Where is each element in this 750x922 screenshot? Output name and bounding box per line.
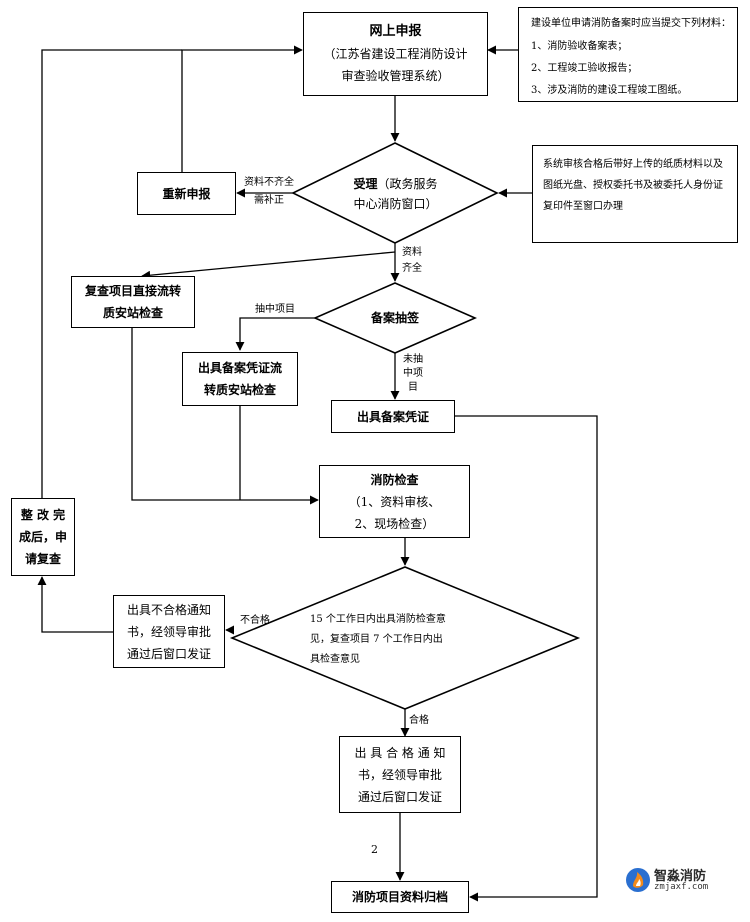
fire-check-sub2: 2、现场检查） — [354, 516, 435, 531]
materials-intro: 建设单位申请消防备案时应当提交下列材料： — [531, 18, 731, 29]
review-note: 系统审核合格后带好上传的纸质材料以及图纸光盘、授权委托书及被委托人身份证复印件至… — [532, 145, 738, 243]
decision-line2: 见，复查项目 7 个工作日内出 — [310, 634, 443, 645]
accept-sub2: 中心消防窗口） — [353, 197, 438, 211]
watermark-brand: 智淼消防 — [654, 869, 707, 884]
reapply-label: 重新申报 — [162, 186, 211, 201]
recheck-line2: 质安站检查 — [102, 306, 163, 320]
pass-line1: 出 具 合 格 通 知 — [354, 745, 446, 760]
edge-lottery-selected — [235, 317, 315, 351]
online-apply-title: 网上申报 — [369, 24, 422, 39]
online-apply-node: 网上申报 （江苏省建设工程消防设计审查验收管理系统） — [303, 12, 488, 96]
materials-item-1: 1、消防验收备案表； — [531, 41, 628, 52]
cert-transfer-line1: 出具备案凭证流 — [197, 361, 282, 375]
fail-notice-node: 出具不合格通知 书，经领导审批 通过后窗口发证 — [113, 595, 225, 668]
fire-check-title: 消防检查 — [370, 472, 419, 487]
reapply-node: 重新申报 — [137, 172, 236, 215]
edge-label-incomplete: 资料不齐全 需补正 — [240, 176, 298, 208]
edge-recheck-firecheck — [131, 328, 319, 505]
flame-logo-icon — [626, 868, 650, 892]
edge-cert-archive — [455, 415, 598, 902]
decision-text: 15 个工作日内出具消防检查意 见，复查项目 7 个工作日内出 具检查意见 — [310, 610, 446, 670]
complete-line1: 资料 — [402, 247, 422, 258]
cert-transfer-node: 出具备案凭证流 转质安站检查 — [182, 352, 298, 406]
issue-cert-node: 出具备案凭证 — [331, 400, 455, 433]
complete-line2: 齐全 — [402, 263, 422, 274]
review-note-text: 系统审核合格后带好上传的纸质材料以及图纸光盘、授权委托书及被委托人身份证复印件至… — [543, 159, 723, 212]
archive-label: 消防项目资料归档 — [351, 890, 448, 904]
accept-sub1: （政务服务 — [377, 177, 438, 191]
accept-label: 受理（政务服务 中心消防窗口） — [323, 174, 468, 214]
edge-label-fail: 不合格 — [240, 615, 270, 626]
recheck-line1: 复查项目直接流转 — [84, 284, 181, 298]
edge-fail-rectify — [37, 576, 113, 633]
edge-label-complete: 资料 齐全 — [397, 246, 427, 276]
online-apply-sub: （江苏省建设工程消防设计审查验收管理系统） — [323, 47, 468, 83]
fire-check-node: 消防检查 （1、资料审核、 2、现场检查） — [319, 465, 470, 538]
fail-line2: 书，经领导审批 — [126, 624, 211, 639]
not-selected-line1: 未抽 — [403, 354, 423, 365]
incomplete-line2: 需补正 — [254, 195, 284, 206]
pass-line2: 书，经领导审批 — [357, 767, 442, 782]
pass-notice-node: 出 具 合 格 通 知 书，经领导审批 通过后窗口发证 — [339, 736, 461, 813]
edge-label-pass: 合格 — [409, 715, 429, 726]
edge-reapply-apply — [181, 45, 303, 172]
edge-label-not-selected: 未抽 中项 目 — [401, 353, 425, 395]
rectify-line1: 整 改 完 — [20, 508, 66, 522]
incomplete-line1: 资料不齐全 — [244, 177, 294, 188]
not-selected-line3: 目 — [408, 382, 418, 393]
watermark: 智淼消防 zmjaxf.com — [624, 866, 744, 896]
fail-line3: 通过后窗口发证 — [126, 646, 211, 661]
edge-label-selected: 抽中项目 — [255, 304, 295, 315]
watermark-site: zmjaxf.com — [654, 882, 709, 892]
edge-accept-recheck — [141, 251, 396, 280]
pass-line3: 通过后窗口发证 — [357, 789, 442, 804]
fire-check-sub1: （1、资料审核、 — [348, 494, 441, 509]
decision-line3: 具检查意见 — [310, 654, 360, 665]
edge-rectify-apply — [41, 49, 182, 498]
materials-item-2: 2、工程竣工验收报告； — [531, 63, 638, 74]
decision-line1: 15 个工作日内出具消防检查意 — [310, 614, 446, 625]
lottery-label: 备案抽签 — [370, 311, 419, 325]
not-selected-line2: 中项 — [403, 368, 423, 379]
archive-node: 消防项目资料归档 — [331, 881, 469, 913]
materials-note: 建设单位申请消防备案时应当提交下列材料： 1、消防验收备案表； 2、工程竣工验收… — [518, 7, 738, 102]
cert-transfer-line2: 转质安站检查 — [203, 383, 276, 397]
fail-line1: 出具不合格通知 — [126, 602, 211, 617]
rectify-line2: 成后，申 — [18, 530, 67, 544]
edge-label-step2: 2 — [371, 843, 378, 856]
issue-cert-label: 出具备案凭证 — [356, 409, 429, 424]
materials-item-3: 3、涉及消防的建设工程竣工图纸。 — [531, 85, 688, 96]
accept-title: 受理 — [353, 177, 378, 191]
recheck-transfer-node: 复查项目直接流转 质安站检查 — [71, 276, 195, 328]
rectify-node: 整 改 完 成后，申 请复查 — [11, 498, 75, 576]
rectify-line3: 请复查 — [24, 552, 61, 566]
